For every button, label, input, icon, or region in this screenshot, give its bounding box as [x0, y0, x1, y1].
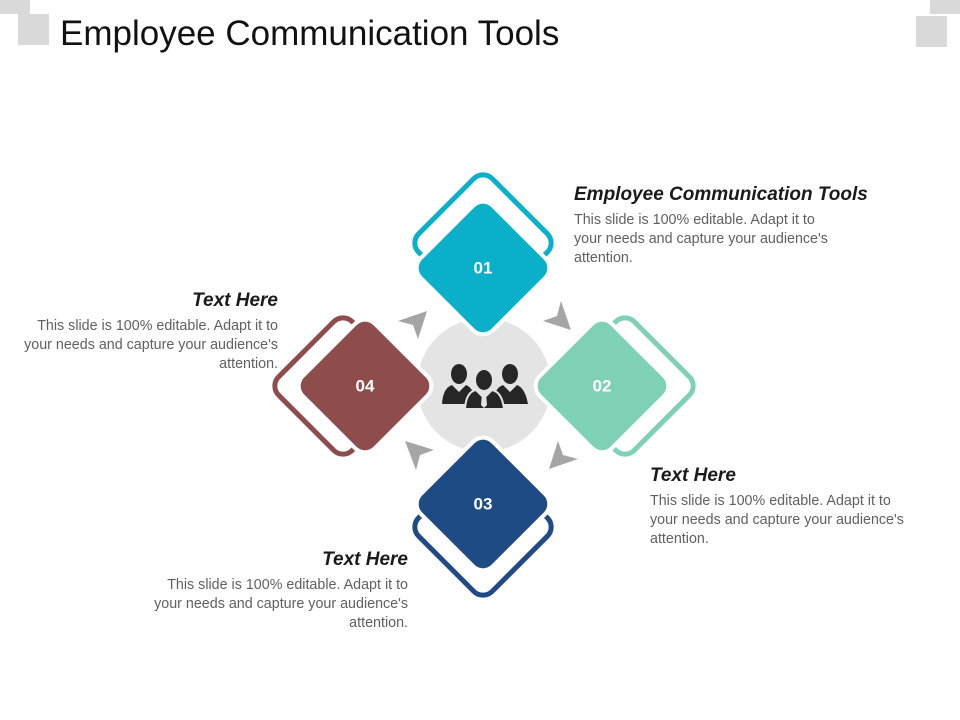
step-01-label: 01	[474, 258, 493, 277]
text-block-02: Text Here This slide is 100% editable. A…	[650, 465, 910, 549]
arrow-01-to-02	[543, 301, 571, 330]
text-block-01-heading: Employee Communication Tools	[574, 184, 868, 205]
step-02-label: 02	[593, 376, 612, 395]
text-block-04: Text Here This slide is 100% editable. A…	[18, 290, 278, 374]
text-block-02-heading: Text Here	[650, 465, 736, 486]
text-block-01: Employee Communication Tools This slide …	[574, 184, 868, 268]
people-group-icon	[442, 364, 528, 410]
corner-decoration-top-left-square	[18, 14, 49, 45]
text-block-03: Text Here This slide is 100% editable. A…	[148, 549, 408, 633]
arrow-03-to-04	[405, 441, 434, 470]
step-03-diamond: 03	[412, 435, 554, 598]
step-01-diamond: 01	[412, 172, 554, 337]
step-02-diamond: 02	[533, 315, 696, 457]
text-block-03-heading: Text Here	[322, 549, 408, 570]
slide-title: Employee Communication Tools	[60, 14, 560, 53]
text-block-01-body: This slide is 100% editable. Adapt it to…	[574, 212, 828, 266]
corner-decoration-top-right-square	[916, 16, 947, 47]
step-04-label: 04	[356, 376, 375, 395]
corner-decoration-top-right	[930, 0, 960, 14]
text-block-04-body: This slide is 100% editable. Adapt it to…	[24, 318, 278, 372]
corner-decoration-top-left	[0, 0, 30, 14]
arrow-04-to-01	[398, 311, 427, 339]
text-block-04-heading: Text Here	[192, 290, 278, 311]
text-block-03-body: This slide is 100% editable. Adapt it to…	[154, 577, 408, 631]
step-04-diamond: 04	[272, 315, 434, 457]
step-03-label: 03	[474, 494, 493, 513]
arrow-02-to-03	[549, 441, 578, 469]
text-block-02-body: This slide is 100% editable. Adapt it to…	[650, 493, 904, 547]
